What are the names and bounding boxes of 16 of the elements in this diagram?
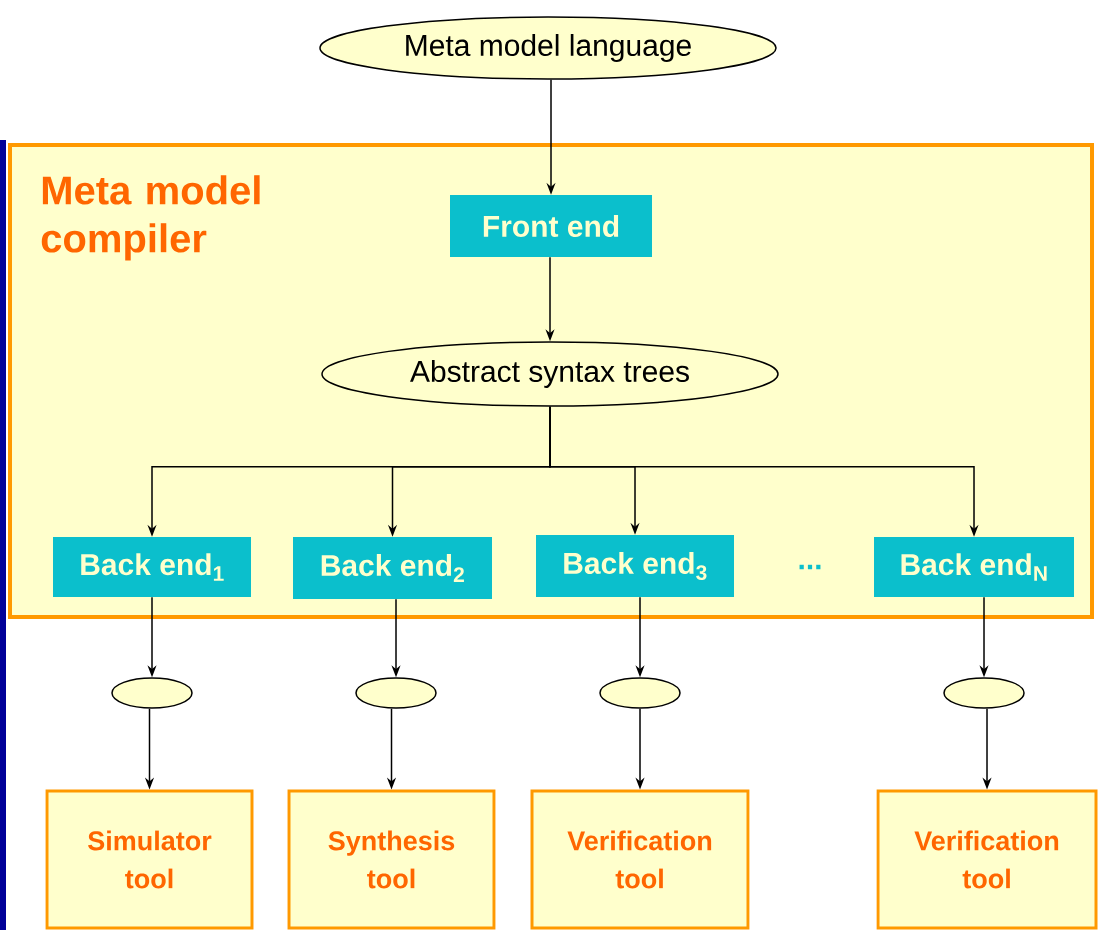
process-box: Back end$_{1}$ <box>53 537 251 597</box>
process-box: Back end$_{2}$ <box>293 537 492 599</box>
process-box: Front end <box>450 195 652 257</box>
process-box: Back end$_{N}$ <box>874 537 1074 597</box>
ellipsis-text: ... <box>799 564 821 570</box>
ellipse-node: Meta model language <box>319 16 777 80</box>
tool-box: Synthesis tool <box>287 789 496 930</box>
tool-box: Verification tool <box>876 789 1098 930</box>
empty-ellipse <box>355 677 437 709</box>
empty-ellipse <box>111 677 193 709</box>
tool-box: Simulator tool <box>45 789 254 930</box>
tool-box: Verification tool <box>530 789 750 930</box>
process-box: Back end$_{3}$ <box>536 535 734 597</box>
empty-ellipse <box>943 677 1025 709</box>
empty-ellipse <box>599 677 681 709</box>
ellipse-node: Abstract syntax trees <box>321 341 779 407</box>
